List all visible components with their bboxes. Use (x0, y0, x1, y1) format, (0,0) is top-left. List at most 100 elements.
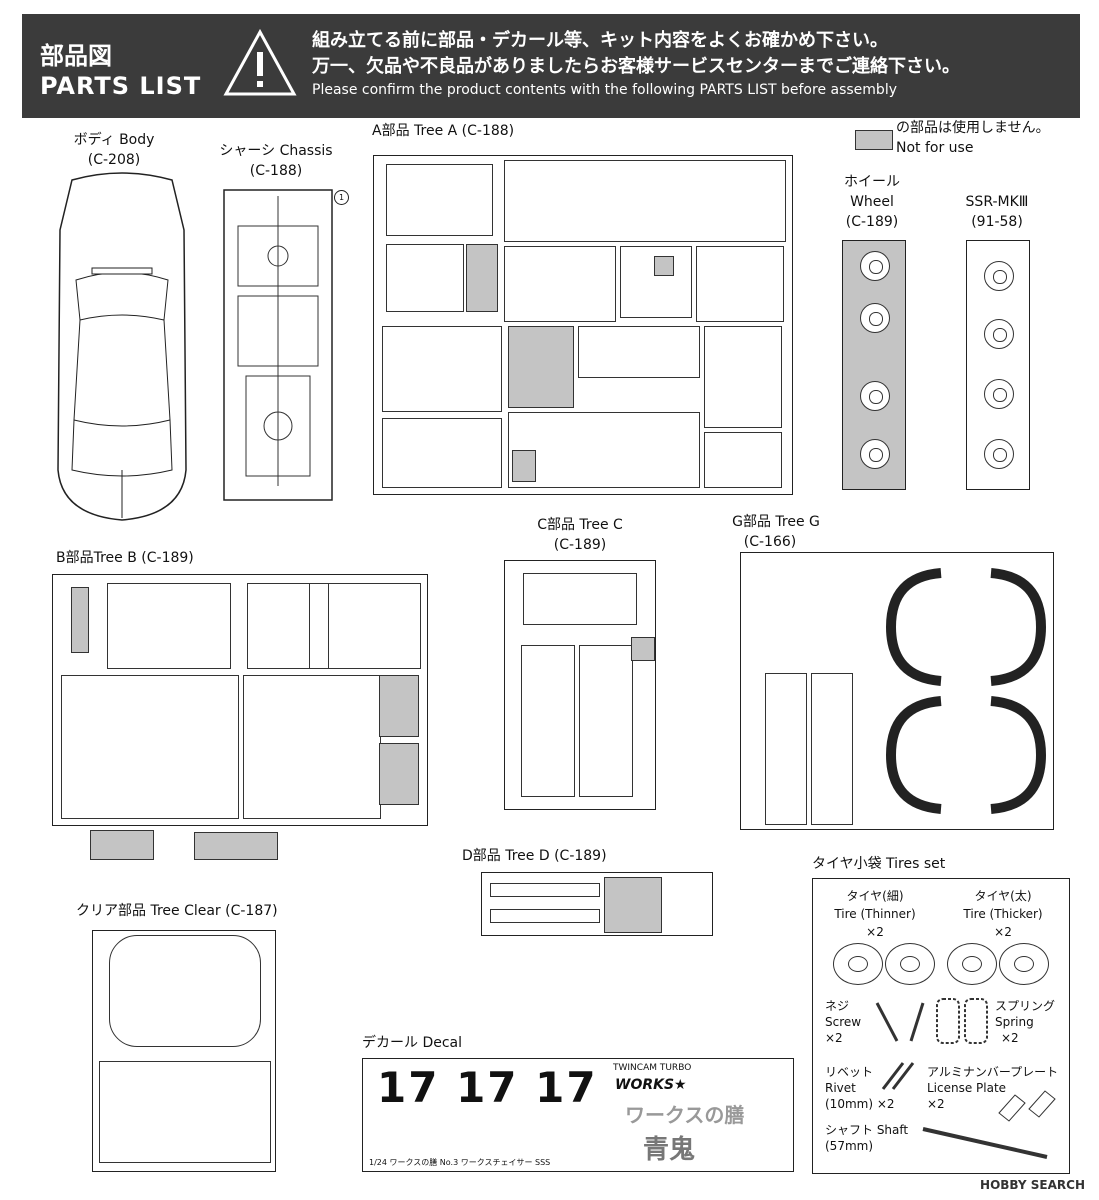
part-112 (811, 673, 853, 825)
chassis-code: (C-188) (249, 163, 303, 179)
parts-19-20 (504, 246, 616, 322)
tire-thick-1 (947, 943, 997, 985)
rivet-en: Rivet (825, 1081, 856, 1095)
part-79 (579, 645, 633, 797)
tree-a-title: A部品 Tree A (C-188) (372, 123, 515, 139)
tree-d-frame (481, 872, 713, 936)
not-for-use-swatch (855, 130, 893, 150)
part-99 (90, 830, 154, 860)
decal-caption: 1/24 ワークスの膳 No.3 ワークスチェイサー SSS (369, 1158, 551, 1167)
parts-102-103 (379, 675, 419, 737)
shaft-length: (57mm) (825, 1139, 874, 1153)
part-27 (578, 326, 700, 378)
wheel-tree (842, 240, 906, 490)
parts-10-15 (382, 418, 502, 488)
tree-c-frame (504, 560, 656, 810)
tire-thin-jp: タイヤ(細) (846, 889, 904, 903)
header-title-jp: 部品図 (40, 42, 112, 70)
tire-thin-qty: ×2 (866, 925, 884, 939)
chassis-label: シャーシ Chassis (219, 143, 333, 159)
warning-triangle-icon (223, 28, 297, 96)
tree-c-code: (C-189) (553, 537, 607, 553)
tree-clear-frame (92, 930, 276, 1172)
tire-thick-jp: タイヤ(太) (974, 889, 1032, 903)
screw-icon (875, 1002, 925, 1042)
tree-clear-title: クリア部品 Tree Clear (C-187) (76, 903, 278, 919)
chassis-part-number: 1 (334, 190, 349, 205)
watermark-logo: HOBBY SEARCH (980, 1178, 1085, 1192)
warning-line-3: Please confirm the product contents with… (312, 82, 897, 98)
decal-sheet: 17 17 17 TWINCAM TURBO WORKS★ ワークスの膳 青鬼 … (362, 1058, 794, 1172)
parts-44-45 (704, 432, 782, 488)
parts-5-6 (466, 244, 498, 312)
decal-brand-3: ワークスの膳 (625, 1103, 745, 1127)
part-78 (521, 645, 575, 797)
spring-icon (936, 998, 988, 1044)
rivet-icon (881, 1062, 915, 1090)
parts-63-64 (309, 583, 421, 669)
spring-qty: ×2 (1001, 1031, 1019, 1045)
ssr-tree (966, 240, 1030, 490)
lens-parts (99, 1061, 271, 1163)
tree-a-frame (373, 155, 793, 495)
wheel-72 (860, 381, 890, 411)
tires-set-title: タイヤ小袋 Tires set (812, 856, 946, 872)
parts-24-26 (508, 326, 574, 408)
tire-thin-2 (885, 943, 935, 985)
wheel-75 (860, 303, 890, 333)
parts-50-53 (243, 675, 381, 819)
part-21 (620, 246, 692, 318)
shaft-jp: シャフト Shaft (825, 1123, 909, 1137)
wheel-label-en: Wheel (850, 194, 894, 210)
wheel-71 (860, 439, 890, 469)
rivet-jp: リベット (825, 1065, 874, 1079)
wheel-76 (860, 251, 890, 281)
part-43 (704, 326, 782, 428)
part-87 (490, 909, 600, 923)
chassis-drawing (223, 189, 333, 501)
wheel-label-jp: ホイール (844, 174, 900, 190)
tires-set-frame: タイヤ(細) Tire (Thinner) ×2 タイヤ(太) Tire (Th… (812, 878, 1070, 1174)
part-22 (696, 246, 784, 322)
part-3 (386, 164, 493, 236)
parts-54-61 (61, 675, 239, 819)
warning-line-2: 万一、欠品や不良品がありましたらお客様サービスセンターまでご連絡下さい。 (312, 56, 960, 77)
body-drawing (57, 172, 187, 521)
header-title-en: PARTS LIST (40, 72, 202, 100)
decal-brand-2: WORKS★ (615, 1077, 687, 1093)
tire-thick-2 (999, 943, 1049, 985)
tree-b-frame (52, 574, 428, 826)
tire-thick-qty: ×2 (994, 925, 1012, 939)
spring-jp: スプリング (995, 999, 1056, 1013)
header-banner: 部品図 PARTS LIST 組み立てる前に部品・デカール等、キット内容をよくお… (22, 14, 1080, 118)
license-plate-icon (998, 1090, 1056, 1122)
warning-line-1: 組み立てる前に部品・デカール等、キット内容をよくお確かめ下さい。 (312, 30, 888, 51)
shaft-icon (922, 1127, 1048, 1159)
tire-thick-en: Tire (Thicker) (963, 907, 1043, 921)
parts-7-9 (382, 326, 502, 412)
body-label: ボディ Body (73, 132, 155, 148)
rivet-qty: (10mm) ×2 (825, 1097, 895, 1111)
parts-29-42 (508, 412, 700, 488)
tree-g-frame (740, 552, 1054, 830)
plate-en: License Plate (927, 1081, 1007, 1095)
parts-88-91 (604, 877, 662, 933)
not-for-use-en: Not for use (896, 140, 974, 156)
parts-16-18 (504, 160, 786, 242)
tire-thin-en: Tire (Thinner) (834, 907, 916, 921)
part-65 (247, 583, 329, 669)
fender-flares (885, 568, 1047, 814)
part-70 (71, 587, 89, 653)
windows-part (109, 935, 261, 1047)
tire-thin-1 (833, 943, 883, 985)
decal-brand-4: 青鬼 (643, 1135, 696, 1165)
plate-jp: アルミナンバープレート (927, 1065, 1059, 1079)
decal-numbers: 17 17 17 (377, 1063, 598, 1112)
tree-c-title: C部品 Tree C (537, 517, 623, 533)
plate-qty: ×2 (927, 1097, 945, 1111)
part-98 (194, 832, 278, 860)
screw-jp: ネジ (825, 999, 850, 1013)
screw-qty: ×2 (825, 1031, 843, 1045)
part-77 (523, 573, 637, 625)
ssr-title: SSR-MKⅢ (965, 194, 1029, 210)
